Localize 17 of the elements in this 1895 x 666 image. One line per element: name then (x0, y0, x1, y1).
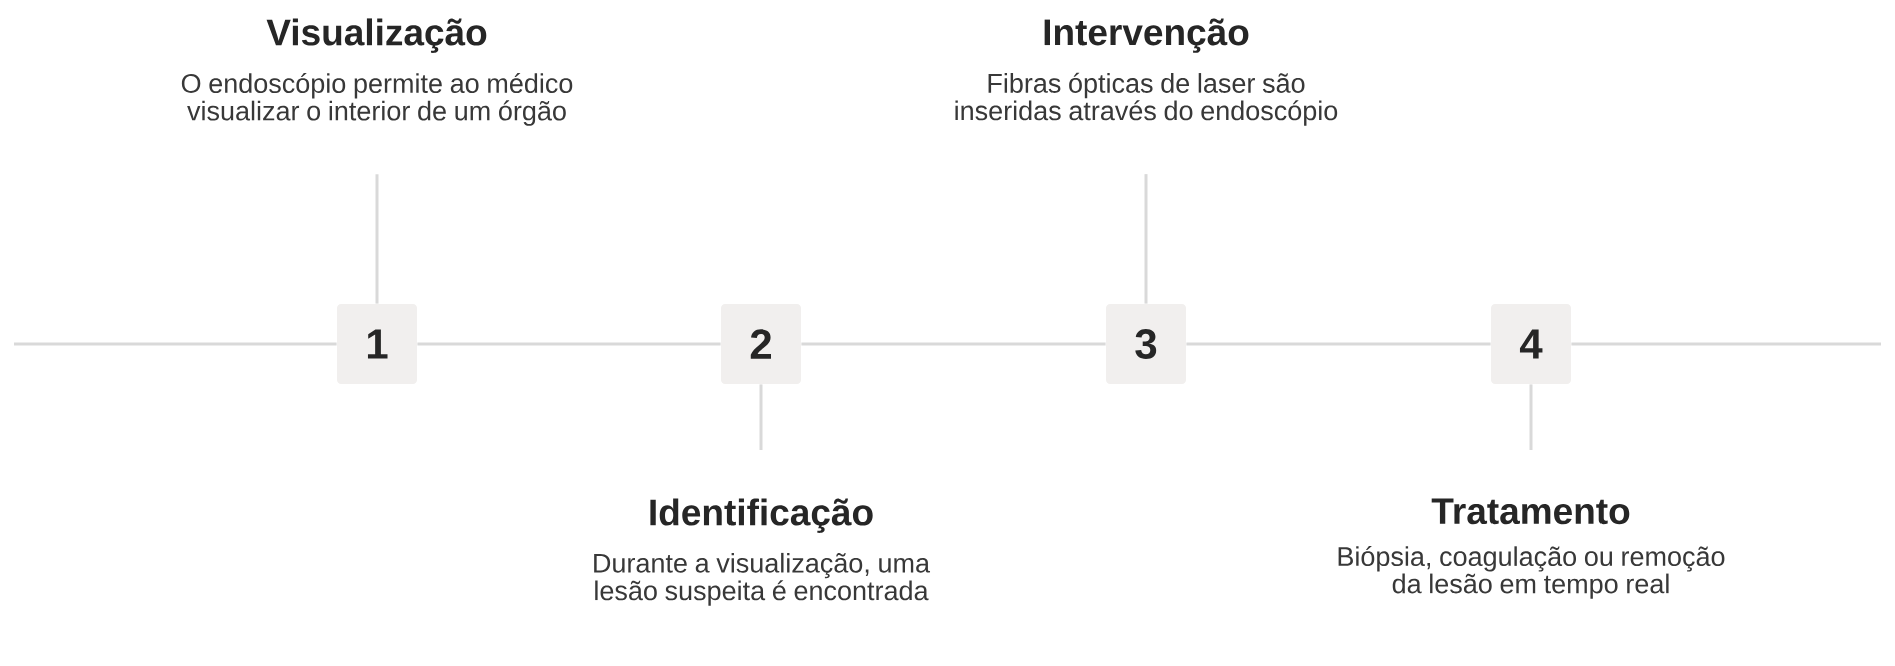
step-number-box: 4 (1491, 304, 1571, 384)
step-text: Identificação Durante a visualização, uma lesão suspeita é encontrada (594, 498, 931, 606)
connector-tick (1529, 384, 1533, 450)
connector-tick (759, 384, 763, 450)
timeline-line (14, 342, 337, 346)
step-number-box: 1 (337, 304, 417, 384)
timeline-line (1186, 342, 1491, 346)
timeline-line (801, 342, 1106, 346)
step-number-box: 3 (1106, 304, 1186, 384)
timeline-line (1571, 342, 1881, 346)
step-text: Visualização O endoscópio permite ao médico visualizar o interior de um órgão (181, 18, 573, 126)
connector-tick (375, 174, 379, 304)
step-text: Intervenção Fibras ópticas de laser são inseridas através do endoscópio (955, 18, 1338, 126)
step-number-box: 2 (721, 304, 801, 384)
connector-tick (1144, 174, 1148, 304)
timeline-line (417, 342, 721, 346)
step-text: Tratamento Biópsia, coagulação ou remoção da lesão em tempo real (1338, 498, 1725, 599)
